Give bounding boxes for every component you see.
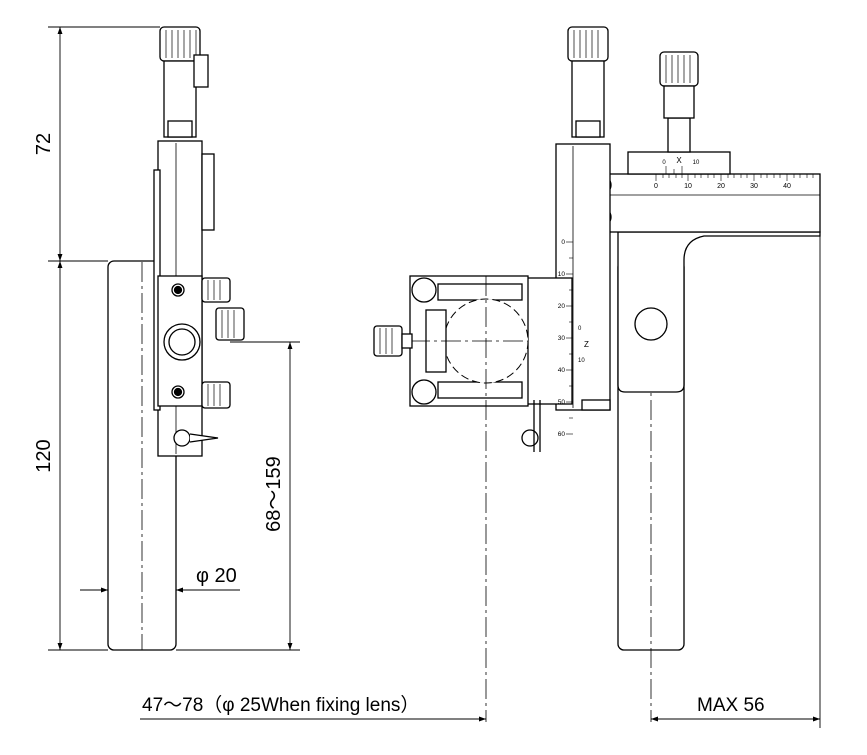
x-scale (655, 166, 814, 181)
dim-120: 120 (33, 439, 55, 472)
x-tick-20: 20 (717, 183, 725, 190)
z-tick-10: 10 (558, 271, 566, 278)
lock-screw-lower (201, 381, 231, 409)
side-view-dimensions (48, 26, 300, 651)
lens-clamp-knob (373, 325, 403, 357)
front-view (373, 26, 821, 722)
lock-screw-middle (215, 307, 245, 341)
dim-max-reach: MAX 56 (697, 695, 765, 716)
bracket-hole (634, 307, 668, 341)
z-axis-label: Z (584, 340, 589, 349)
x-vernier-10: 10 (693, 160, 700, 166)
x-scale-arm (581, 173, 821, 233)
dim-72: 72 (33, 133, 55, 155)
z-tick-60: 60 (558, 431, 566, 438)
x-axis-label: X (676, 156, 682, 165)
l-bracket (617, 231, 821, 393)
x-tick-10: 10 (684, 183, 692, 190)
dim-adjust-range: 68～159 (263, 456, 285, 532)
dim-lens-range: 47～78（φ 25When fixing lens） (142, 694, 419, 716)
z-tick-40: 40 (558, 367, 566, 374)
front-view-dimensions (140, 236, 821, 728)
z-vernier-0: 0 (578, 326, 582, 332)
x-vernier-0: 0 (662, 160, 666, 166)
x-tick-40: 40 (783, 183, 791, 190)
z-carriage (521, 277, 573, 405)
z-scale (566, 241, 573, 435)
z-tick-0: 0 (561, 239, 565, 246)
side-view (107, 26, 245, 651)
z-tick-30: 30 (558, 335, 566, 342)
x-tick-30: 30 (750, 183, 758, 190)
screw-hole-1 (171, 283, 185, 297)
lens-hole (163, 323, 201, 361)
z-vernier-10: 10 (578, 358, 585, 364)
x-tick-0: 0 (654, 183, 658, 190)
clamp-knob (173, 429, 191, 447)
z-tick-20: 20 (558, 303, 566, 310)
lock-screw-upper (201, 277, 231, 303)
dim-rod-diameter: φ 20 (196, 565, 237, 587)
z-tick-50: 50 (558, 399, 566, 406)
